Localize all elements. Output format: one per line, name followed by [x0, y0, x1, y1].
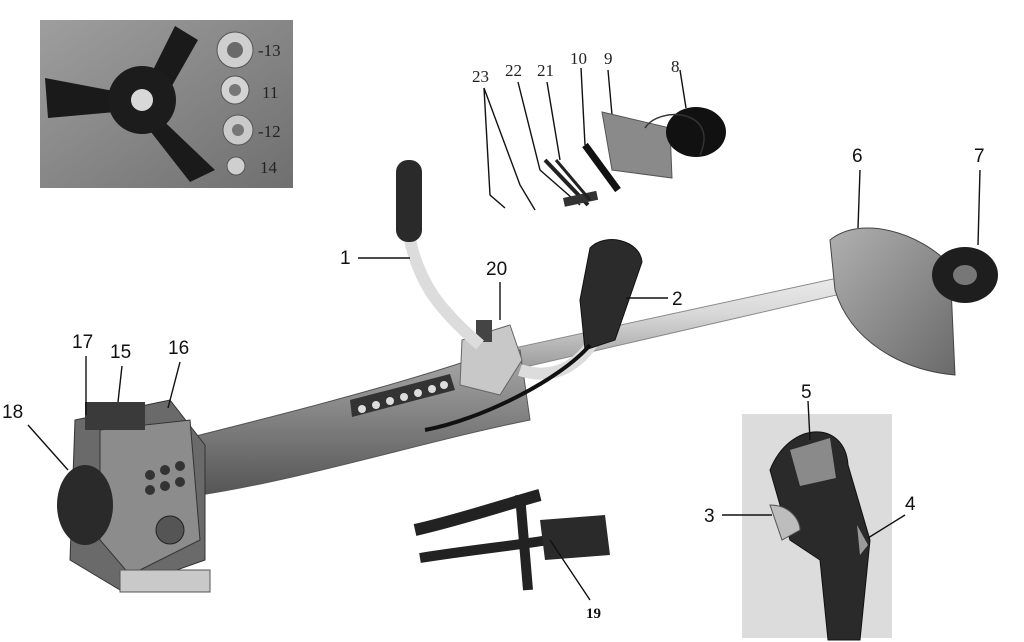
label-part-4: 4 [905, 494, 916, 515]
label-part-23: 23 [472, 67, 489, 86]
label-part-9: 9 [604, 49, 613, 68]
tools-group [483, 67, 726, 211]
label-part-22: 22 [505, 61, 522, 80]
label-part-6: 6 [852, 146, 863, 167]
label-part-11: 11 [262, 83, 278, 102]
label-part-13: -13 [258, 41, 281, 60]
label-part-1: 1 [340, 248, 351, 269]
inset-blade-panel [40, 20, 293, 188]
inset-handle-panel [742, 414, 892, 641]
washer-icons [216, 31, 254, 176]
label-part-18: 18 [2, 402, 23, 423]
label-part-12: -12 [258, 122, 281, 141]
label-part-21: 21 [537, 61, 554, 80]
harness-group [413, 489, 610, 601]
label-part-10: 10 [570, 49, 587, 68]
label-part-17: 17 [72, 332, 93, 353]
brushcutter-body [57, 160, 998, 593]
label-part-2: 2 [672, 289, 683, 310]
label-part-20: 20 [486, 259, 507, 280]
blade-icon [45, 26, 215, 182]
label-part-15: 15 [110, 342, 131, 363]
part-labels: 1 2 6 7 15 16 17 18 20 -13 11 -12 14 23 … [2, 41, 985, 622]
label-part-3: 3 [704, 506, 715, 527]
label-part-5: 5 [801, 382, 812, 403]
label-part-8: 8 [671, 57, 680, 76]
label-part-16: 16 [168, 338, 189, 359]
label-part-7: 7 [974, 146, 985, 167]
leader-lines [27, 169, 981, 539]
label-part-14: 14 [260, 158, 278, 177]
label-part-19: 19 [586, 606, 601, 622]
